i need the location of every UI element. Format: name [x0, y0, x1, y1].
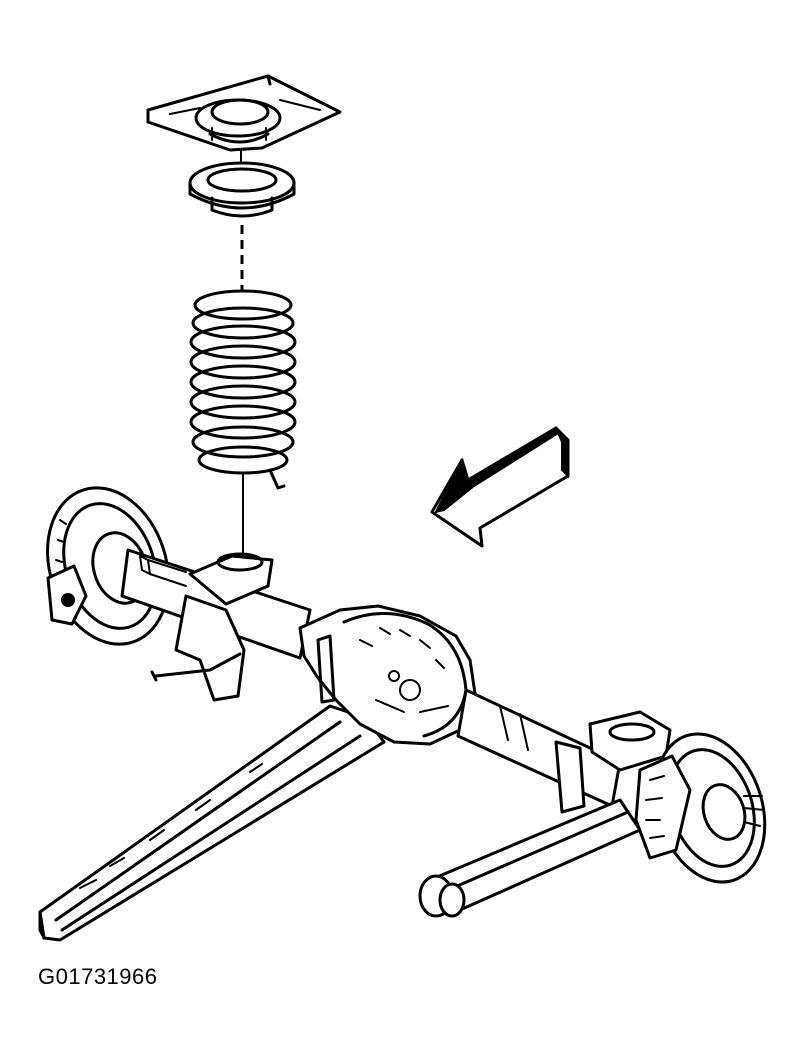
upper-spring-mount-icon: [146, 74, 342, 152]
figure-id-label: G01731966: [38, 964, 158, 989]
left-trailing-arm: [38, 704, 386, 942]
spring-insulator-icon: [188, 161, 296, 218]
coil-spring-icon: [189, 289, 297, 490]
direction-arrow-icon: [430, 426, 570, 548]
right-control-bracket: [554, 740, 586, 814]
right-brake-rotor: [634, 732, 767, 884]
left-control-bracket: [174, 594, 246, 702]
rear-axle-assembly-icon: [38, 486, 767, 942]
